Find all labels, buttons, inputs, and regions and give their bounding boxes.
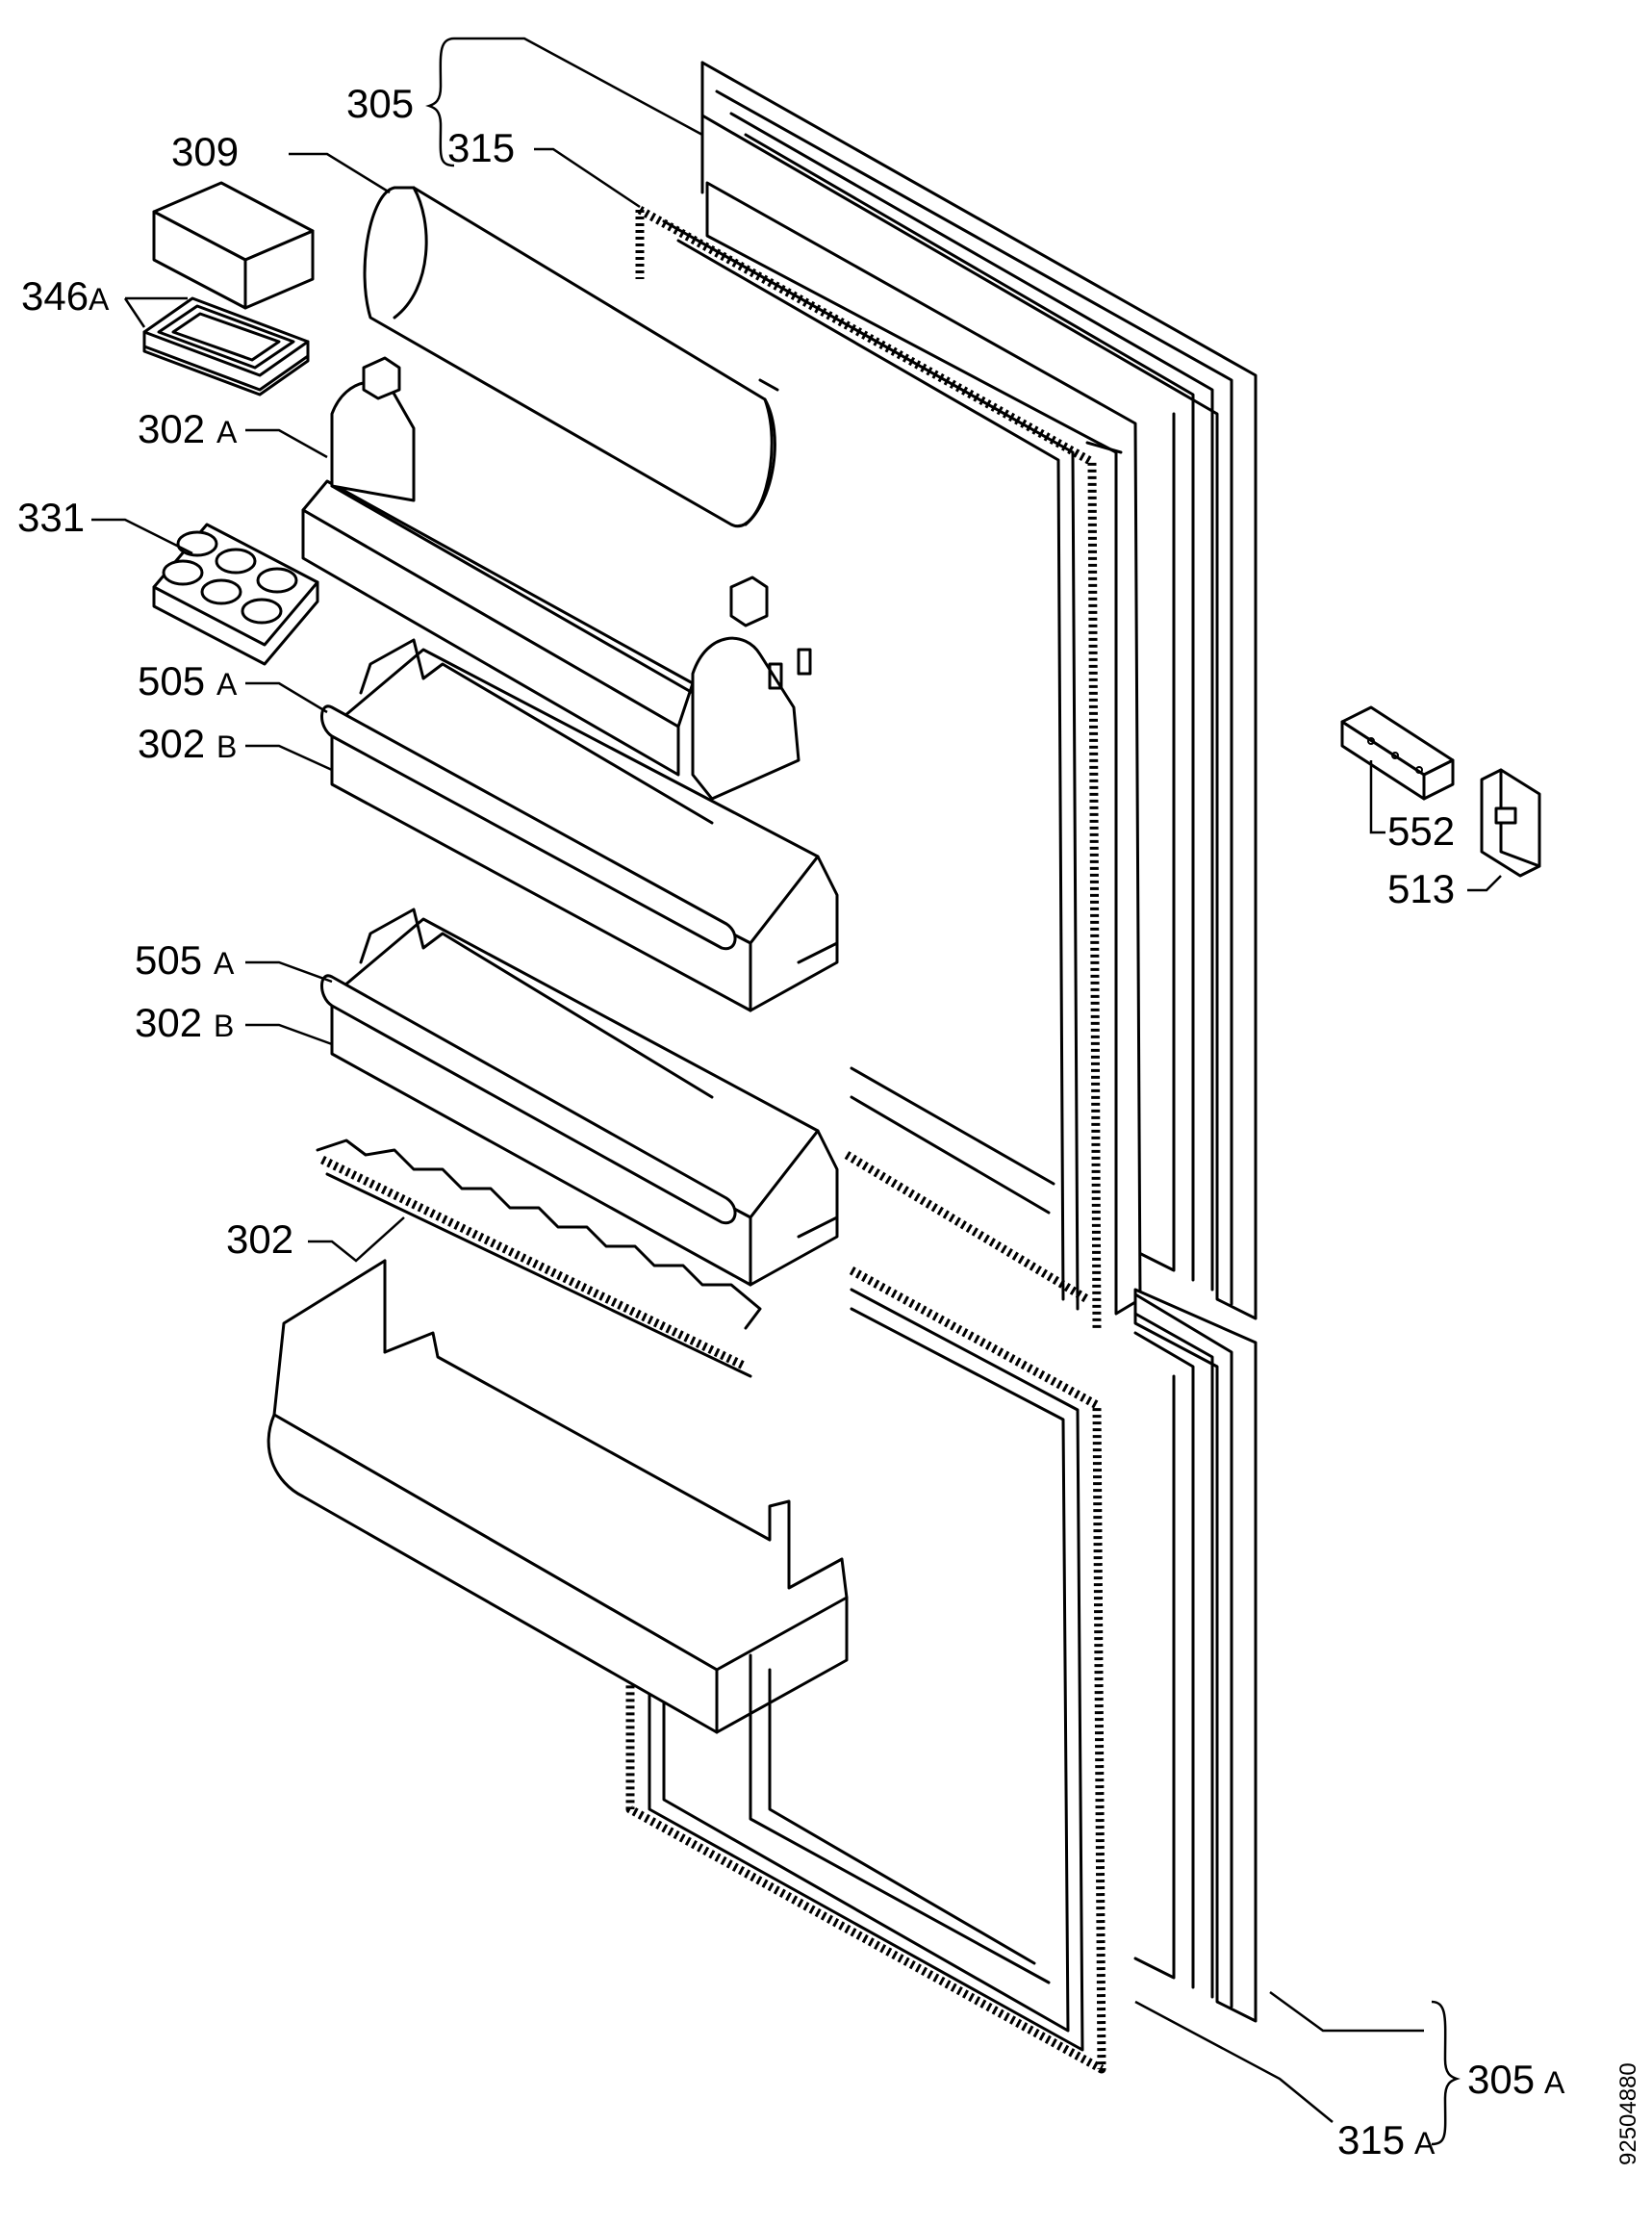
label-552: 552 [1387, 808, 1455, 854]
label-505a-upper-suffix: A [216, 667, 238, 702]
upper-door-liner [705, 181, 1142, 1316]
label-305: 305 [346, 81, 414, 126]
label-505a-lower: 505 [135, 937, 202, 983]
part-302a-door-shelf [301, 356, 812, 801]
label-302b-lower: 302 [135, 1000, 202, 1045]
label-302: 302 [226, 1216, 293, 1262]
part-302-lower-bin [267, 1259, 849, 1734]
leader-lines [91, 37, 1502, 2146]
part-331-egg-tray [152, 523, 319, 666]
part-552-hinge-plate [1340, 705, 1455, 801]
label-346a-suffix: A [89, 282, 110, 317]
part-302b-door-shelf-upper [320, 638, 839, 1012]
label-346a: 346 [21, 273, 89, 319]
drawing-code: 92504880 [1615, 2062, 1641, 2165]
label-513: 513 [1387, 866, 1455, 911]
label-315: 315 [447, 125, 515, 170]
part-309-dairy-cover [363, 186, 779, 528]
part-302-strip [316, 1139, 762, 1378]
label-505a-lower-suffix: A [214, 946, 235, 981]
label-302b-lower-suffix: B [214, 1009, 234, 1043]
lower-door-gasket [625, 1267, 1106, 2074]
part-labels: 305 315 309 346 A 302 A 331 505 A 302 B … [17, 81, 1641, 2165]
label-302a-suffix: A [216, 415, 238, 449]
part-513-hinge-bracket [1480, 768, 1541, 878]
label-302b-upper: 302 [138, 721, 205, 766]
part-302b-door-shelf-lower [320, 908, 839, 1287]
label-331: 331 [17, 495, 85, 540]
label-305a-suffix: A [1544, 2065, 1565, 2100]
part-346a-ice-tray-set [142, 181, 315, 397]
lower-door-outer-frame [1133, 1288, 1258, 2023]
label-505a-upper: 505 [138, 658, 205, 704]
upper-door-outer-frame [700, 61, 1258, 1320]
label-302b-upper-suffix: B [216, 729, 237, 764]
label-315a: 315 [1337, 2117, 1405, 2162]
upper-door-gasket [635, 206, 1102, 1329]
label-309: 309 [171, 129, 239, 174]
label-302a: 302 [138, 406, 205, 451]
label-305a: 305 [1467, 2057, 1535, 2102]
label-315a-suffix: A [1414, 2126, 1436, 2161]
